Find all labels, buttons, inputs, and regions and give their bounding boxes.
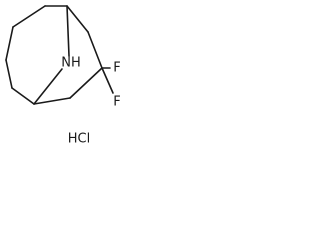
cyclooctane-ring — [5, 5, 68, 105]
fluorine-label-top: F — [113, 61, 120, 76]
amine-bridge — [33, 5, 70, 105]
bond-c1-c7 — [66, 5, 89, 33]
piperidine-ring — [33, 5, 103, 105]
nitrogen-label: NH — [61, 56, 81, 71]
bond-c8-f-bottom — [101, 67, 114, 94]
bond-c8-c9 — [69, 67, 103, 99]
chemical-structure: NH F F HCl — [5, 5, 121, 147]
bond-n-c6 — [33, 68, 63, 105]
bond-c7-c8 — [87, 31, 103, 69]
bond-c5-c6 — [11, 87, 35, 105]
fluorine-label-bottom: F — [113, 95, 120, 110]
difluoro-substituents — [101, 67, 114, 94]
bond-c2-c3 — [12, 5, 46, 28]
bond-c3-c4 — [5, 26, 14, 61]
bond-c9-c6 — [33, 97, 71, 105]
bond-c1-n — [66, 5, 70, 57]
salt-label: HCl — [68, 132, 90, 147]
bond-c4-c5 — [5, 59, 13, 89]
